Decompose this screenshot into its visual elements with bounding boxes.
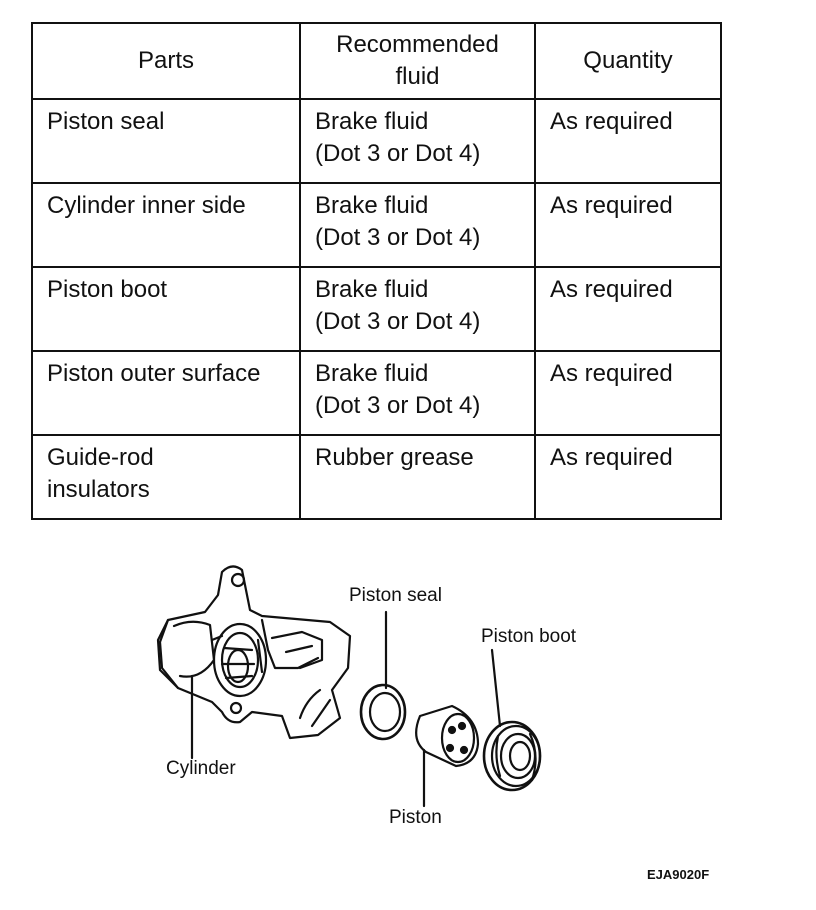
cell-quantity: As required <box>534 434 722 520</box>
table-row: Piston outer surface Brake fluid (Dot 3 … <box>31 350 722 436</box>
leader-piston-boot <box>490 648 502 728</box>
label-cylinder: Cylinder <box>166 758 236 779</box>
cell-quantity: As required <box>534 182 722 268</box>
cell-fluid: Brake fluid (Dot 3 or Dot 4) <box>299 182 536 268</box>
cell-part: Guide-rod insulators <box>31 434 301 520</box>
caliper-exploded-illustration <box>156 565 542 808</box>
label-piston: Piston <box>389 807 442 828</box>
table-header-row: Parts Recommended fluid Quantity <box>31 22 722 100</box>
cell-quantity: As required <box>534 266 722 352</box>
header-parts: Parts <box>31 22 301 100</box>
table-row: Cylinder inner side Brake fluid (Dot 3 o… <box>31 182 722 268</box>
cell-part: Cylinder inner side <box>31 182 301 268</box>
cell-quantity: As required <box>534 98 722 184</box>
table-row: Piston boot Brake fluid (Dot 3 or Dot 4)… <box>31 266 722 352</box>
piston-boot-drawing <box>482 720 542 792</box>
figure-code: EJA9020F <box>647 867 710 882</box>
cell-part: Piston boot <box>31 266 301 352</box>
cell-part: Piston seal <box>31 98 301 184</box>
cell-fluid: Brake fluid (Dot 3 or Dot 4) <box>299 350 536 436</box>
lubrication-table: Parts Recommended fluid Quantity Piston … <box>31 22 722 520</box>
piston-seal-drawing <box>359 683 407 741</box>
caliper-cylinder-drawing <box>156 565 352 740</box>
table-row: Piston seal Brake fluid (Dot 3 or Dot 4)… <box>31 98 722 184</box>
table-row: Guide-rod insulators Rubber grease As re… <box>31 434 722 520</box>
header-quantity: Quantity <box>534 22 722 100</box>
cell-part: Piston outer surface <box>31 350 301 436</box>
header-recommended-fluid: Recommended fluid <box>299 22 536 100</box>
label-piston-seal: Piston seal <box>349 585 442 606</box>
cell-quantity: As required <box>534 350 722 436</box>
cell-fluid: Rubber grease <box>299 434 536 520</box>
label-piston-boot: Piston boot <box>481 626 577 647</box>
piston-drawing <box>415 704 480 768</box>
cell-fluid: Brake fluid (Dot 3 or Dot 4) <box>299 98 536 184</box>
cell-fluid: Brake fluid (Dot 3 or Dot 4) <box>299 266 536 352</box>
